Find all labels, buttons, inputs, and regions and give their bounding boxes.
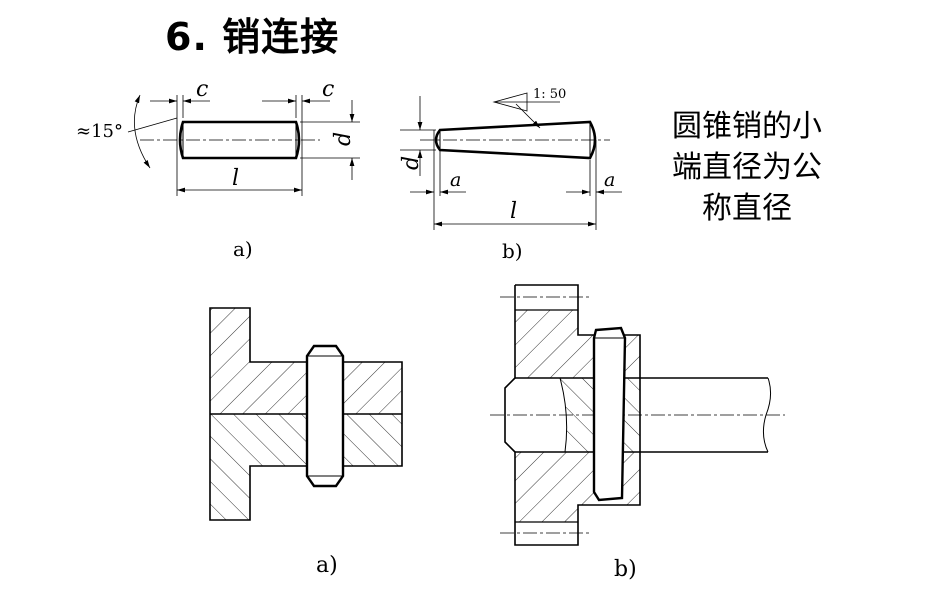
caption-top-a: a)	[233, 237, 253, 261]
page-title: 6. 销连接	[165, 15, 340, 59]
dim-offset-left: a	[450, 169, 461, 191]
cylindrical-pin-section	[305, 344, 345, 488]
taper-pin-section	[592, 326, 627, 502]
note-line-1: 圆锥销的小	[672, 109, 822, 144]
cylindrical-pin-drawing: c c ≈15° l d a)	[76, 77, 360, 261]
dim-angle: ≈15°	[76, 121, 123, 142]
dim-offset-right: a	[604, 169, 615, 191]
caption-top-b: b)	[502, 239, 523, 263]
caption-bottom-a: a)	[316, 553, 338, 578]
dim-chamfer-left: c	[196, 77, 208, 102]
caption-bottom-b: b)	[614, 557, 637, 582]
dim-taper: 1: 50	[533, 87, 566, 102]
pin-joint-b: b)	[490, 284, 785, 582]
dim-length: l	[232, 166, 239, 191]
dim-taper-diameter: d	[399, 156, 424, 170]
dim-taper-length: l	[510, 199, 517, 224]
note-line-3: 称直径	[702, 191, 792, 226]
dim-chamfer-right: c	[322, 77, 334, 102]
note-text: 圆锥销的小 端直径为公 称直径	[652, 106, 842, 229]
dim-diameter: d	[331, 132, 356, 146]
taper-pin-drawing: 1: 50 d a a l b)	[399, 87, 622, 263]
pin-joint-a: a)	[209, 307, 403, 578]
note-line-2: 端直径为公	[672, 150, 822, 185]
